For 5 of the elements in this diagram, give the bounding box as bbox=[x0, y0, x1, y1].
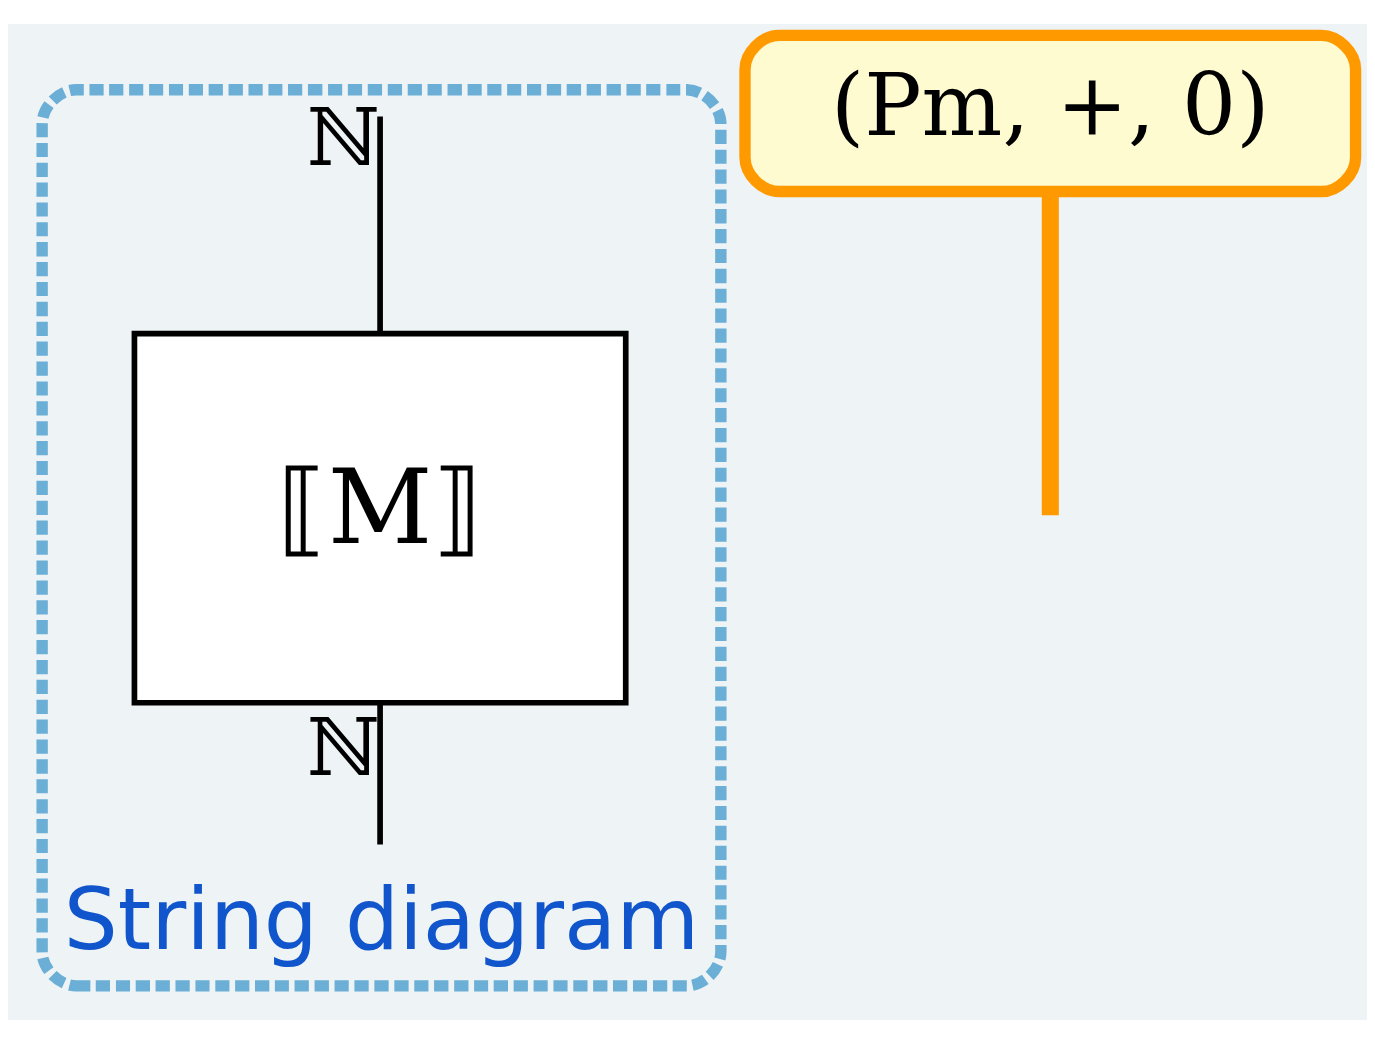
node-box: ⟦M⟧ bbox=[131, 330, 629, 706]
connector bbox=[377, 116, 383, 334]
connector bbox=[377, 703, 383, 845]
edge-label: ℕ bbox=[306, 90, 380, 184]
node-box: (Pm, +, 0) bbox=[739, 29, 1362, 198]
